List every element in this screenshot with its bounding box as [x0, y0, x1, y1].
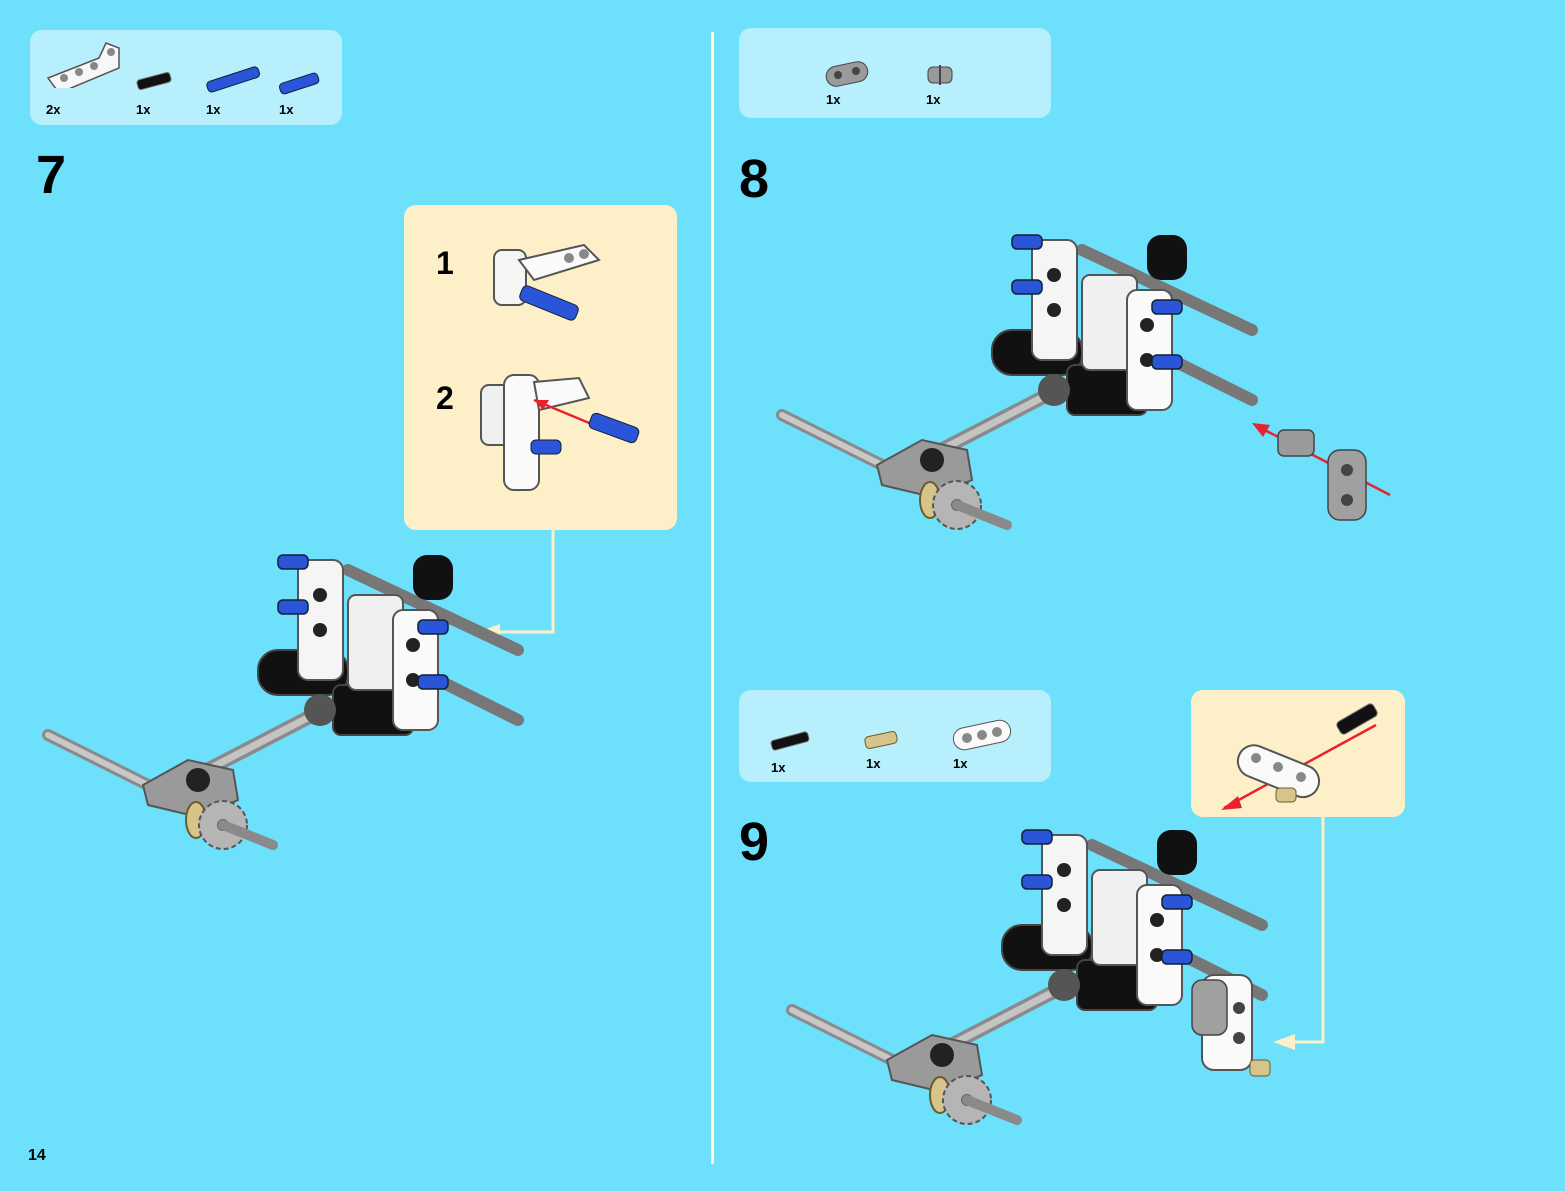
step8-red-arrow [1250, 415, 1400, 525]
black-axle-pin-part-icon [769, 730, 813, 754]
step9-callout-illustration [1216, 700, 1386, 810]
step8-part-qty: 1x [826, 92, 840, 107]
step7-part-qty: 1x [279, 102, 293, 117]
step8-part-qty: 1x [926, 92, 940, 107]
page-number: 14 [28, 1147, 46, 1165]
tan-axle-part-icon [863, 728, 901, 752]
step9-part-qty: 1x [953, 756, 967, 771]
blue-pin-part-icon [275, 70, 323, 96]
callout-pointer [1270, 817, 1330, 1047]
step8-parts-panel: 1x 1x [739, 28, 1051, 118]
step9-part-qty: 1x [771, 760, 785, 775]
step7-assembly-illustration [48, 555, 528, 875]
step7-part-qty: 2x [46, 102, 60, 117]
step7-part-qty: 1x [136, 102, 150, 117]
step9-parts-panel: 1x 1x 1x [739, 690, 1051, 782]
step9-callout [1191, 690, 1405, 817]
step7-parts-panel: 2x 1x 1x 1x [30, 30, 342, 125]
step7-part-qty: 1x [206, 102, 220, 117]
step7-callout: 1 2 [404, 205, 677, 530]
step7-number: 7 [36, 148, 66, 202]
black-axle-pin-part-icon [135, 70, 175, 94]
substep-number: 2 [436, 380, 454, 417]
blue-long-pin-part-icon [202, 64, 266, 94]
substep2-illustration [479, 370, 649, 495]
step8-assembly-illustration [782, 235, 1262, 555]
substep1-illustration [489, 240, 609, 340]
step9-assembly-illustration [792, 830, 1272, 1150]
step9-part-qty: 1x [866, 756, 880, 771]
gray-bushing-part-icon [924, 61, 958, 89]
white-beam-part-icon [951, 718, 1016, 752]
white-beam-part-icon [44, 38, 124, 88]
gray-beam-part-icon [824, 58, 872, 90]
page-divider [711, 32, 714, 1164]
substep-number: 1 [436, 245, 454, 282]
step9-number: 9 [739, 815, 769, 869]
step8-number: 8 [739, 152, 769, 206]
